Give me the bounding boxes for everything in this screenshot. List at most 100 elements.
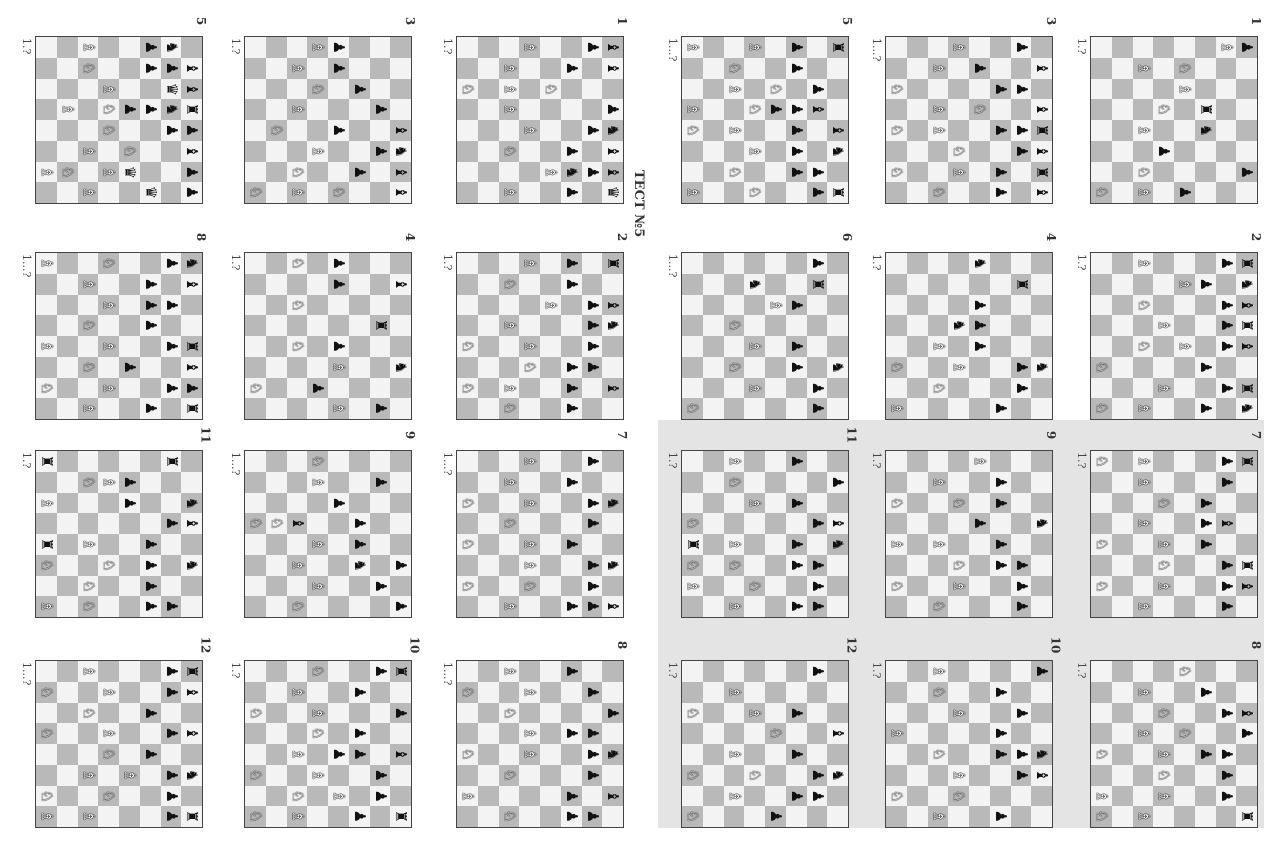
board-square	[1091, 682, 1112, 703]
board-square	[1091, 555, 1112, 576]
board-square	[1174, 744, 1195, 765]
board-square	[1031, 378, 1052, 399]
board-square	[807, 141, 828, 162]
black-pawn-icon: ♟	[1011, 357, 1032, 378]
black-pawn-icon: ♟	[1216, 744, 1237, 765]
board-square	[57, 141, 78, 162]
board-square: ♝	[827, 120, 848, 141]
board-square: ♗	[886, 398, 907, 419]
board-square	[349, 141, 370, 162]
board-square: ♘	[744, 182, 765, 203]
white-knight-icon: ♘	[1091, 398, 1112, 419]
board-square: ♗	[98, 336, 119, 357]
white-knight-icon: ♘	[1174, 58, 1195, 79]
diagram-21: ♗♟♘♗♟♘♟♗♟♟♘♗♟♞♘♟♗♟♝♘♟♟8	[456, 660, 624, 830]
black-rook-icon: ♜	[1236, 451, 1257, 472]
board-square	[140, 472, 161, 493]
board-square	[349, 99, 370, 120]
board-square	[703, 315, 724, 336]
white-bishop-icon: ♗	[78, 37, 99, 58]
board-square: ♟	[765, 99, 786, 120]
board-square	[457, 37, 478, 58]
board-square	[948, 472, 969, 493]
board-square: ♟	[582, 162, 603, 183]
black-pawn-icon: ♟	[181, 182, 202, 203]
board-square	[457, 513, 478, 534]
board-square	[1031, 295, 1052, 316]
board-square: ♟	[328, 744, 349, 765]
board-square	[1195, 37, 1216, 58]
board-square	[682, 274, 703, 295]
diagram-15: ♗♟♗♟♘♗♟♞♘♟♘♗♟♗♟♞♘♘♟♗♟♟♝7	[456, 450, 624, 620]
board-square	[602, 534, 623, 555]
board-square	[119, 120, 140, 141]
board-square	[907, 451, 928, 472]
white-bishop-icon: ♗	[928, 661, 949, 682]
white-knight-icon: ♘	[457, 682, 478, 703]
board-square	[78, 378, 99, 399]
board-square	[561, 120, 582, 141]
board-square	[602, 274, 623, 295]
board-square: ♟	[807, 555, 828, 576]
board-square: ♜	[1236, 555, 1257, 576]
black-knight-icon: ♞	[827, 357, 848, 378]
black-pawn-icon: ♟	[349, 806, 370, 827]
white-knight-icon: ♘	[78, 357, 99, 378]
board-square: ♗	[78, 141, 99, 162]
black-pawn-icon: ♟	[349, 682, 370, 703]
board-square	[181, 534, 202, 555]
black-knight-icon: ♞	[390, 141, 411, 162]
black-pawn-icon: ♟	[349, 79, 370, 100]
board-square: ♘	[457, 493, 478, 514]
board-square	[1133, 661, 1154, 682]
white-knight-icon: ♘	[724, 58, 745, 79]
board-square	[703, 162, 724, 183]
board-square	[990, 378, 1011, 399]
black-bishop-icon: ♝	[390, 744, 411, 765]
board-square	[602, 661, 623, 682]
black-pawn-icon: ♟	[161, 253, 182, 274]
board-square: ♝	[602, 596, 623, 617]
board-square: ♗	[499, 596, 520, 617]
black-pawn-icon: ♟	[786, 703, 807, 724]
board-square	[478, 555, 499, 576]
board-square	[1091, 315, 1112, 336]
board-square	[478, 661, 499, 682]
board-square	[119, 315, 140, 336]
board-square	[245, 596, 266, 617]
move-prompt: 1.?	[1075, 254, 1088, 270]
board-square: ♘	[457, 534, 478, 555]
board-square	[1091, 295, 1112, 316]
white-bishop-icon: ♗	[948, 162, 969, 183]
board-square: ♗	[928, 336, 949, 357]
board-square	[499, 682, 520, 703]
board-square	[36, 58, 57, 79]
board-square	[1174, 493, 1195, 514]
board-square	[1153, 79, 1174, 100]
board-square	[78, 162, 99, 183]
board-square: ♗	[948, 765, 969, 786]
board-square	[478, 79, 499, 100]
white-bishop-icon: ♗	[682, 99, 703, 120]
board-square	[328, 141, 349, 162]
board-square	[370, 79, 391, 100]
board-square	[928, 253, 949, 274]
black-pawn-icon: ♟	[969, 513, 990, 534]
board-square	[540, 806, 561, 827]
black-bishop-icon: ♝	[602, 58, 623, 79]
board-square	[287, 703, 308, 724]
board-square: ♜	[1031, 162, 1052, 183]
white-knight-icon: ♘	[1153, 99, 1174, 120]
board-square: ♗	[519, 493, 540, 514]
board-square: ♞	[1031, 744, 1052, 765]
board-square	[98, 357, 119, 378]
board-square	[266, 576, 287, 597]
board-square	[478, 786, 499, 807]
board-square: ♟	[582, 451, 603, 472]
board-square	[57, 596, 78, 617]
board-square	[1153, 120, 1174, 141]
black-pawn-icon: ♟	[328, 58, 349, 79]
board-square	[519, 596, 540, 617]
board-square	[1112, 555, 1133, 576]
